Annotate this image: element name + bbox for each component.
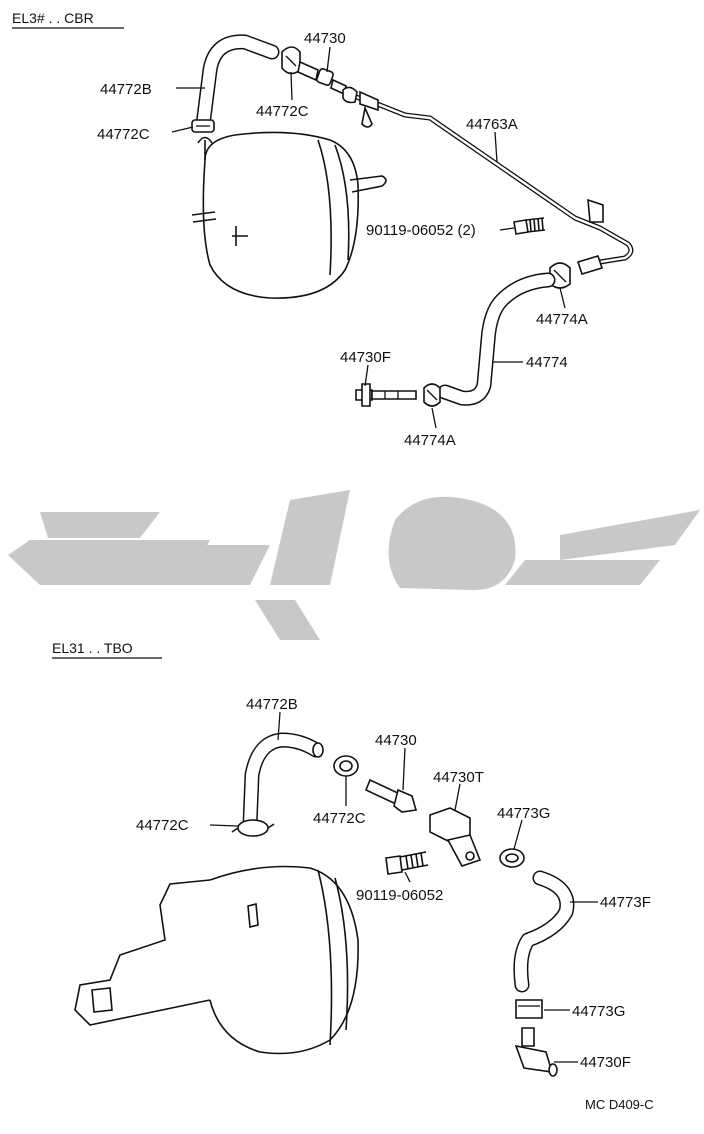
label-44772b-bottom: 44772B xyxy=(246,696,298,713)
leader-lines-top xyxy=(171,46,566,429)
vacuum-pipe-44763a xyxy=(342,86,634,275)
label-44772c-bottom-lower: 44772C xyxy=(136,817,189,834)
label-44773f: 44773F xyxy=(600,894,651,911)
clamp-44772c-bottom-lower xyxy=(231,819,275,837)
label-44763a: 44763A xyxy=(466,116,518,133)
union-44730f-bottom xyxy=(514,1027,558,1077)
brake-booster-bottom xyxy=(74,865,359,1055)
label-44772c-top-lower: 44772C xyxy=(97,126,150,143)
label-44772c-top-upper: 44772C xyxy=(256,103,309,120)
label-44730t: 44730T xyxy=(433,769,484,786)
section-title-tbo: EL31 . . TBO xyxy=(52,640,133,656)
clamp-44774a-lower xyxy=(423,383,441,407)
label-44774a-upper: 44774A xyxy=(536,311,588,328)
clamp-44772c-bottom-upper xyxy=(333,755,359,777)
clamp-44773g-upper xyxy=(499,848,525,868)
diagram-code: MC D409-C xyxy=(585,1097,654,1112)
clamp-44772c-upper-top xyxy=(281,46,301,75)
label-44730f-bottom: 44730F xyxy=(580,1054,631,1071)
hose-44772b-top xyxy=(195,34,280,133)
fitting-44730t xyxy=(429,807,482,867)
hose-44774 xyxy=(437,272,556,406)
hose-44772b-bottom xyxy=(242,732,324,833)
label-44730f-top: 44730F xyxy=(340,349,391,366)
label-bolt-90119-top: 90119-06052 (2) xyxy=(366,222,476,239)
label-44773g-upper: 44773G xyxy=(497,805,550,822)
hose-44773f xyxy=(513,870,575,993)
clamp-44772c-lower-top xyxy=(191,119,215,133)
label-44774a-lower: 44774A xyxy=(404,432,456,449)
section-title-cbr: EL3# . . CBR xyxy=(12,10,94,26)
label-44772c-bottom-upper: 44772C xyxy=(313,810,366,827)
label-bolt-90119-bottom: 90119-06052 xyxy=(356,887,443,904)
label-44773g-lower: 44773G xyxy=(572,1003,625,1020)
label-44772b-top: 44772B xyxy=(100,81,152,98)
union-44730f-top xyxy=(355,383,417,407)
leader-lines-bottom xyxy=(209,711,598,1063)
bolt-90119-top xyxy=(513,217,546,235)
brake-booster-top xyxy=(191,131,387,299)
check-valve-44730-bottom xyxy=(364,778,418,813)
label-44730-top: 44730 xyxy=(304,30,346,47)
check-valve-44730-top xyxy=(297,60,347,96)
label-44774: 44774 xyxy=(526,354,568,371)
watermark-logo xyxy=(8,490,700,640)
clamp-44773g-lower xyxy=(515,999,543,1019)
label-44730-bottom: 44730 xyxy=(375,732,417,749)
bolt-90119-bottom xyxy=(385,851,429,875)
